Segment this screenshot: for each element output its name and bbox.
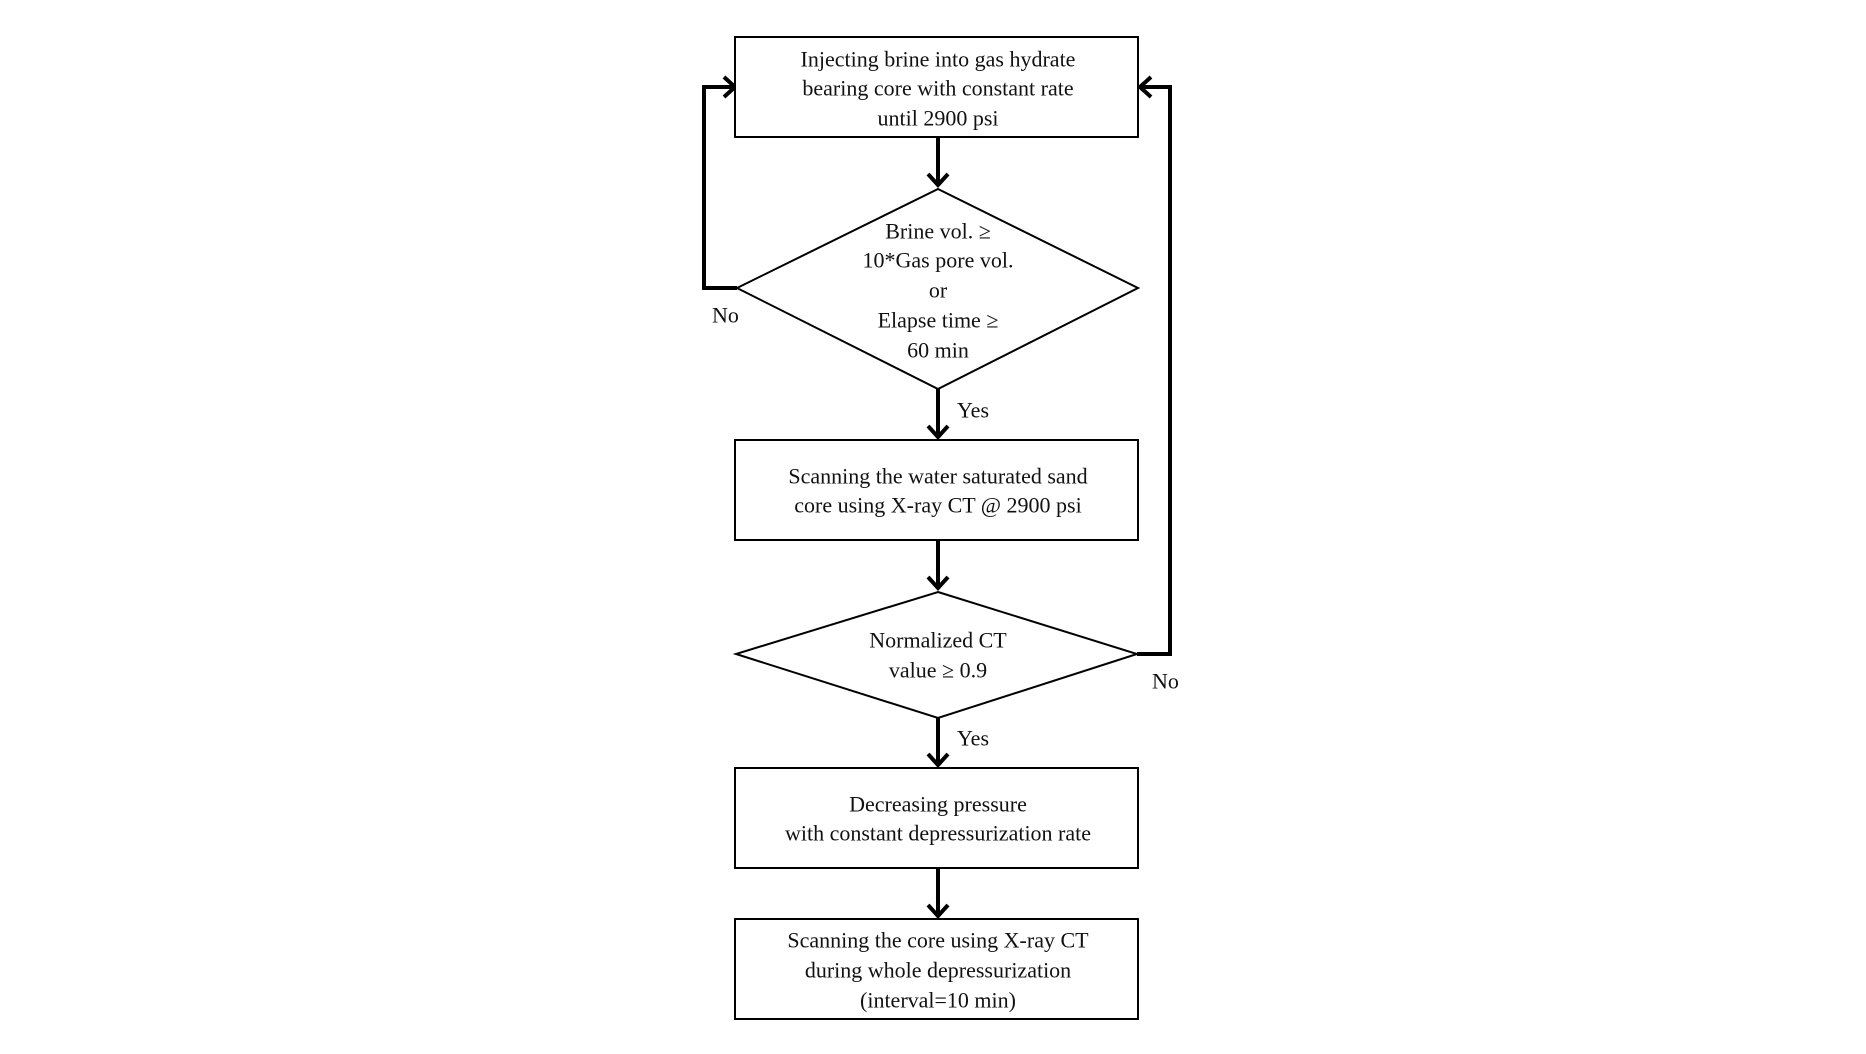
node-text-scan-depressurization-line-1: Scanning the core using X-ray CT (787, 928, 1089, 953)
edge-label-check-ct-no: No (1152, 669, 1179, 694)
node-text-check-ct-line-2: value ≥ 0.9 (889, 658, 987, 683)
arrowhead-decrease-to-scan-depressurization (926, 903, 950, 919)
arrowhead-check-volume-to-scan-saturated (926, 424, 950, 440)
arrowhead-check-ct-to-decrease-pressure (926, 752, 950, 768)
node-text-inject-line-1: Injecting brine into gas hydrate (801, 47, 1076, 72)
node-text-inject-line-2: bearing core with constant rate (802, 76, 1073, 101)
arrowhead-inject-to-check-volume (926, 172, 950, 188)
connectors (702, 75, 1172, 919)
edge-label-check-ct-yes: Yes (957, 726, 989, 751)
connector-check-volume-no-loop (702, 85, 737, 290)
edge-label-check-volume-no: No (712, 303, 739, 328)
decision-diamond-check-ct (732, 590, 1141, 720)
edge-label-check-volume-yes: Yes (957, 398, 989, 423)
node-text-decrease-pressure-line-1: Decreasing pressure (849, 792, 1027, 817)
process-box-scan-saturated (734, 439, 1139, 541)
node-shapes (732, 36, 1141, 1020)
process-box-scan-depressurization (734, 918, 1139, 1020)
arrowhead-check-ct-no-loop (1137, 75, 1153, 99)
node-text-check-volume-line-1: Brine vol. ≥ (885, 219, 991, 244)
node-text-check-volume-line-3: or (929, 278, 948, 303)
node-text-scan-depressurization-line-2: during whole depressurization (805, 958, 1071, 983)
node-texts: Injecting brine into gas hydrate bearing… (785, 47, 1091, 1013)
connector-check-ct-no-loop (1137, 85, 1172, 656)
process-box-decrease-pressure (734, 767, 1139, 869)
node-text-check-volume-line-5: 60 min (907, 338, 969, 363)
node-text-check-ct-line-1: Normalized CT (869, 628, 1007, 653)
arrowhead-scan-saturated-to-check-ct (926, 575, 950, 591)
node-text-decrease-pressure-line-2: with constant depressurization rate (785, 821, 1091, 846)
node-text-inject-line-3: until 2900 psi (877, 106, 998, 131)
node-text-scan-saturated-line-1: Scanning the water saturated sand (788, 464, 1087, 489)
edge-labels: Yes No Yes No (712, 303, 1179, 751)
node-text-check-volume-line-2: 10*Gas pore vol. (863, 248, 1014, 273)
process-box-inject (734, 36, 1139, 138)
node-text-check-volume-line-4: Elapse time ≥ (878, 308, 999, 333)
node-text-scan-depressurization-line-3: (interval=10 min) (860, 988, 1016, 1013)
decision-diamond-check-volume (734, 187, 1141, 391)
node-text-scan-saturated-line-2: core using X-ray CT @ 2900 psi (794, 493, 1081, 518)
